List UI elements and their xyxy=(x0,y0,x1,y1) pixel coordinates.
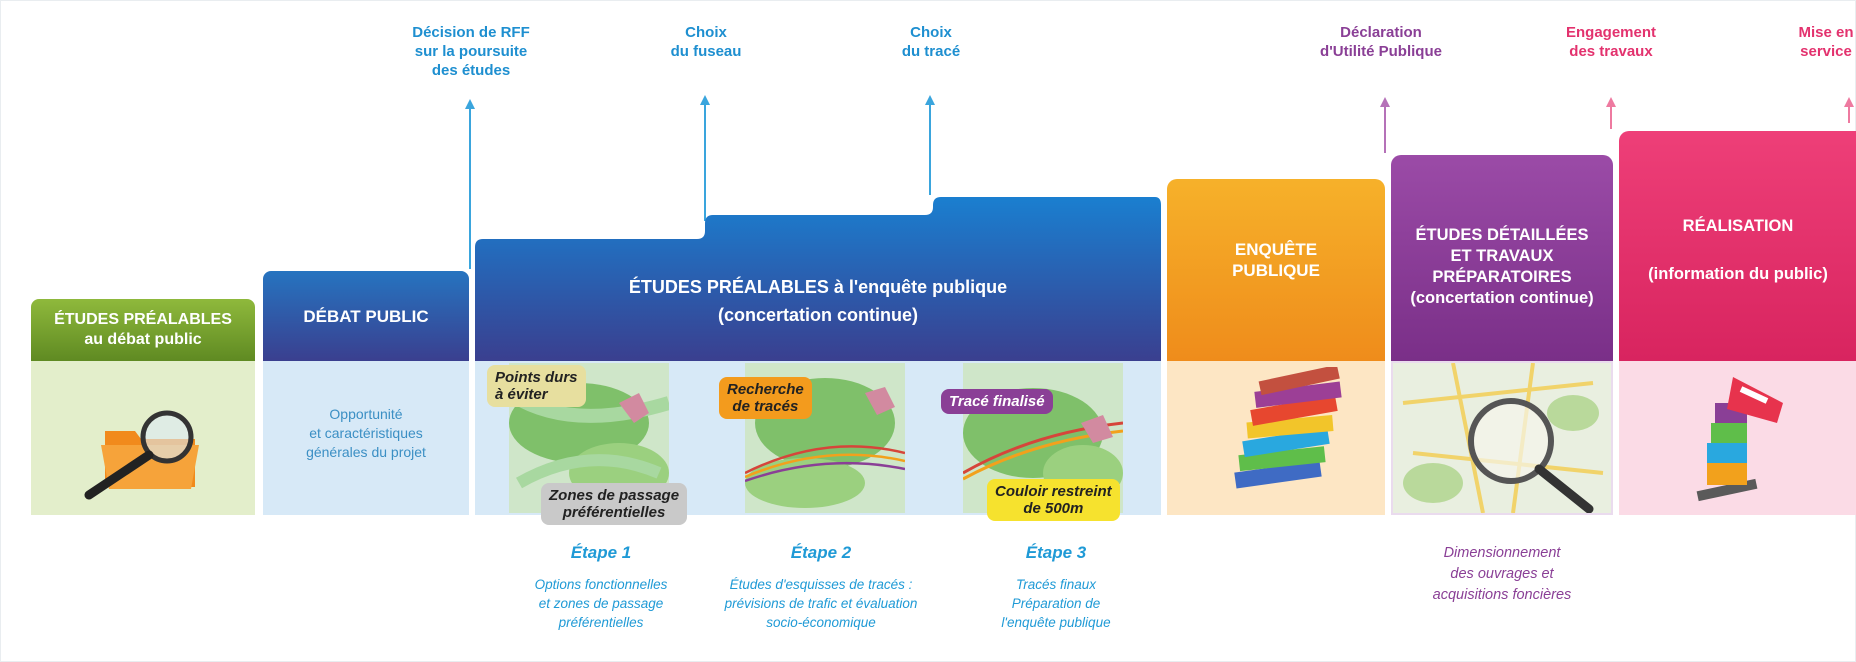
detail-description: Dimensionnement des ouvrages et acquisit… xyxy=(1432,545,1572,603)
debat-description: Opportunité et caractéristiques générale… xyxy=(306,406,426,460)
tag-points-durs: Points durs à éviter xyxy=(487,365,586,407)
arrow-head-dup xyxy=(1380,97,1390,107)
panel-debat xyxy=(263,361,469,515)
milestone-mise: Mise en service xyxy=(1798,24,1854,60)
phase-etudes-debat: ÉTUDES PRÉALABLES au débat public xyxy=(31,299,255,361)
arrow-head-fuseau xyxy=(700,95,710,105)
phase-debat: DÉBAT PUBLIC xyxy=(263,271,469,361)
step-2-desc: Études d'esquisses de tracés : prévision… xyxy=(724,577,918,630)
milestone-dup: Déclaration d'Utilité Publique xyxy=(1320,24,1442,60)
step-3-title: Étape 3 xyxy=(1025,543,1087,562)
phase-etudes-detaillees: ÉTUDES DÉTAILLÉES ET TRAVAUX PRÉPARATOIR… xyxy=(1391,155,1613,361)
step-2-title: Étape 2 xyxy=(790,543,852,562)
tag-couloir: Couloir restreint de 500m xyxy=(987,479,1120,521)
city-map-magnifier-icon xyxy=(1393,363,1611,513)
traffic-cone-icon xyxy=(1696,377,1783,502)
tag-trace-finalise: Tracé finalisé xyxy=(941,389,1053,414)
phase-enquete: ENQUÊTE PUBLIQUE xyxy=(1167,179,1385,361)
arrow-fuseau xyxy=(704,105,706,221)
milestone-trace: Choix du tracé xyxy=(901,24,961,60)
stepped-band xyxy=(475,197,1161,361)
binders-icon xyxy=(1234,367,1342,489)
arrow-trace xyxy=(929,105,931,195)
arrow-head-engagement xyxy=(1606,97,1616,107)
milestone-engagement: Engagement des travaux xyxy=(1565,24,1656,60)
step-1-desc: Options fonctionnelles et zones de passa… xyxy=(534,577,668,630)
arrow-head-trace xyxy=(925,95,935,105)
tag-zones: Zones de passage préférentielles xyxy=(541,483,688,525)
phase-etudes-enquete-shape xyxy=(475,197,1161,361)
tag-recherche: Recherche de tracés xyxy=(719,377,812,419)
phase-realisation: RÉALISATION (information du public) xyxy=(1619,131,1856,361)
folder-magnifier-icon xyxy=(84,410,199,500)
arrow-engagement xyxy=(1610,107,1612,129)
arrow-head-decision xyxy=(465,99,475,109)
arrow-head-mise xyxy=(1844,97,1854,107)
arrow-decision xyxy=(469,109,471,269)
step-3-desc: Tracés finaux Préparation de l'enquête p… xyxy=(1001,577,1111,630)
step-1-title: Étape 1 xyxy=(570,543,632,562)
phase-etudes-enquete-label: ÉTUDES PRÉALABLES à l'enquête publique (… xyxy=(628,277,1008,325)
milestone-decision: Décision de RFF sur la poursuite des étu… xyxy=(412,24,530,79)
arrow-mise xyxy=(1848,107,1850,123)
arrow-dup xyxy=(1384,107,1386,153)
milestone-fuseau: Choix du fuseau xyxy=(670,24,742,60)
